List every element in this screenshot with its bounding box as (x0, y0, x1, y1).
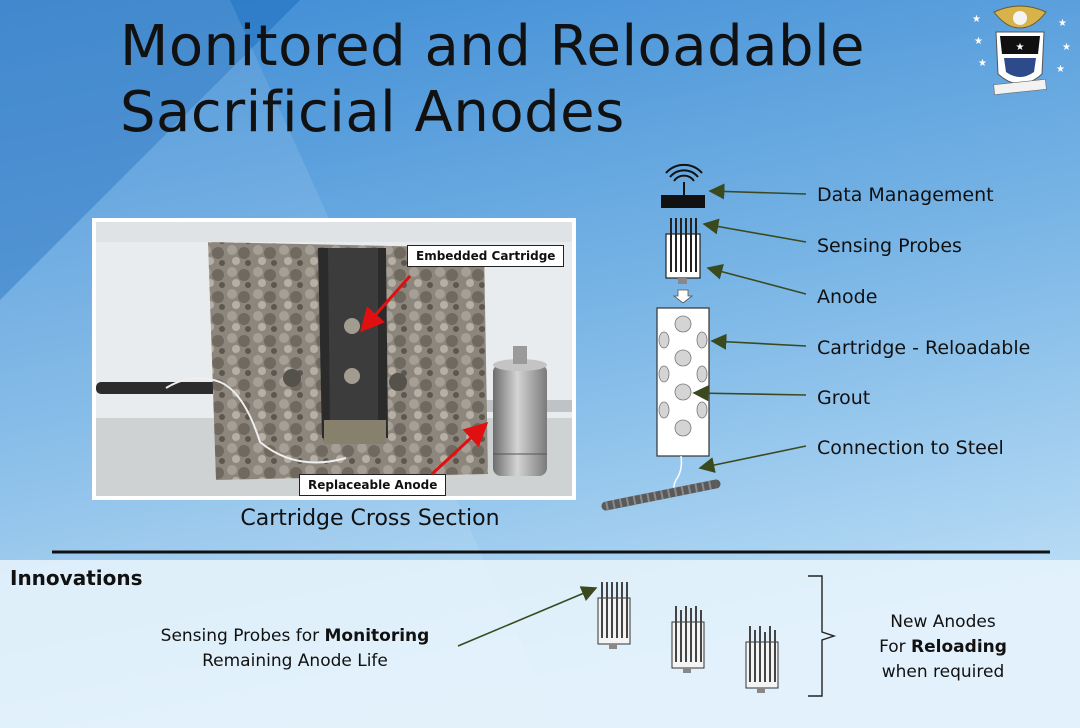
label-grout: Grout (817, 387, 871, 409)
svg-text:★: ★ (1056, 64, 1065, 75)
label-sensing-probes: Sensing Probes (817, 235, 962, 257)
innovations-heading: Innovations (10, 566, 143, 590)
cartridge-photo: Embedded Cartridge Replaceable Anode (92, 218, 576, 500)
label-cartridge-reloadable: Cartridge - Reloadable (817, 337, 1031, 359)
label-data-management: Data Management (817, 184, 994, 206)
callout-replaceable-anode: Replaceable Anode (299, 474, 447, 496)
svg-text:★: ★ (1058, 18, 1067, 29)
monitoring-text-pre: Sensing Probes for (160, 626, 325, 646)
svg-text:★: ★ (1062, 42, 1071, 53)
title-line-2: Sacrificial Anodes (120, 80, 625, 145)
reloading-description: New Anodes For Reloading when required (846, 610, 1040, 685)
title-line-1: Monitored and Reloadable (120, 14, 866, 79)
label-anode: Anode (817, 286, 878, 308)
photo-caption: Cartridge Cross Section (240, 506, 500, 531)
air-force-seal-icon: ★ ★ ★ ★ ★ ★ ★ (972, 5, 1071, 96)
callout-embedded-cartridge: Embedded Cartridge (407, 245, 565, 267)
reload-line-3: when required (881, 662, 1005, 682)
reload-line-2-pre: For (879, 637, 912, 657)
concrete-block-image (96, 222, 572, 496)
label-connection-to-steel: Connection to Steel (817, 437, 1004, 459)
reload-line-2-bold: Reloading (911, 637, 1007, 657)
svg-text:★: ★ (978, 58, 987, 69)
monitoring-text-line2: Remaining Anode Life (202, 651, 388, 671)
slide-title: Monitored and Reloadable Sacrificial Ano… (120, 14, 865, 146)
monitoring-description: Sensing Probes for Monitoring Remaining … (110, 624, 480, 674)
svg-text:★: ★ (1016, 42, 1025, 53)
svg-text:★: ★ (974, 36, 983, 47)
svg-text:★: ★ (972, 14, 981, 25)
reload-line-1: New Anodes (890, 612, 996, 632)
monitoring-text-bold: Monitoring (324, 626, 430, 646)
